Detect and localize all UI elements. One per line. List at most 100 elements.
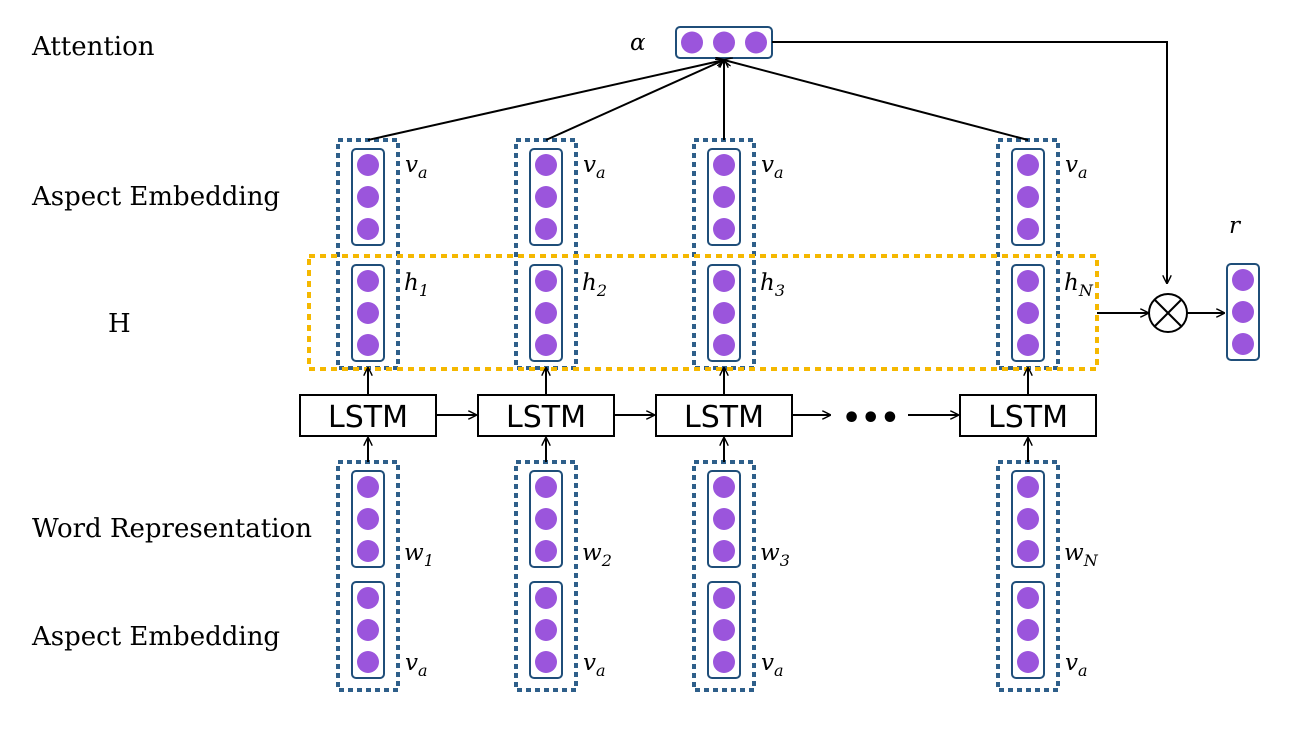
row-label-aspect-embedding-top: Aspect Embedding — [31, 182, 280, 212]
va-top-label: va — [583, 152, 606, 182]
aspect-vector-bottom — [351, 581, 385, 679]
aspect-vector-top — [529, 148, 563, 246]
column-to-attention-arrow — [545, 60, 724, 141]
alpha-to-multiply-arrow — [772, 41, 1167, 283]
vector-node — [357, 619, 379, 641]
vector-node — [713, 540, 735, 562]
vector-node — [535, 334, 557, 356]
vector-node — [713, 508, 735, 530]
hidden-vector — [529, 264, 563, 362]
lstm-row: LSTM LSTM LSTM LSTM — [299, 394, 1097, 437]
word-vector — [707, 470, 741, 568]
vector-node — [535, 302, 557, 324]
w-label: w3 — [760, 540, 790, 570]
lstm-box: LSTM — [299, 394, 437, 437]
h-label: h3 — [760, 270, 785, 300]
column-to-attention-arrow — [724, 60, 1029, 141]
aspect-vector-bottom — [707, 581, 741, 679]
row-label-aspect-embedding-bottom: Aspect Embedding — [31, 622, 280, 652]
r-label: r — [1229, 213, 1242, 239]
vector-node — [357, 302, 379, 324]
vector-node — [357, 270, 379, 292]
h-label: h1 — [404, 270, 429, 300]
vector-node — [357, 476, 379, 498]
row-label-word-representation: Word Representation — [32, 514, 312, 544]
aspect-vector-top — [1011, 148, 1045, 246]
vector-node — [535, 270, 557, 292]
word-vector — [1011, 470, 1045, 568]
vector-node — [1017, 154, 1039, 176]
vector-node — [535, 476, 557, 498]
r-vector — [1226, 263, 1260, 361]
multiply-icon — [1148, 293, 1188, 333]
word-vector — [529, 470, 563, 568]
word-vector — [351, 470, 385, 568]
vector-node — [357, 587, 379, 609]
vector-node — [713, 302, 735, 324]
lstm-label: LSTM — [988, 400, 1068, 435]
h-label: h2 — [582, 270, 607, 300]
attention-node — [713, 31, 735, 54]
alpha-label: α — [630, 30, 646, 56]
vector-node — [1017, 476, 1039, 498]
vector-node — [1017, 508, 1039, 530]
lstm-label: LSTM — [506, 400, 586, 435]
vector-node — [535, 619, 557, 641]
vector-node — [357, 154, 379, 176]
vector-node — [713, 334, 735, 356]
va-top-label: va — [405, 152, 428, 182]
vector-node — [1017, 651, 1039, 673]
row-label-attention: Attention — [31, 32, 155, 62]
vector-node — [713, 270, 735, 292]
attention-node — [681, 31, 703, 54]
va-top-label: va — [1065, 152, 1088, 182]
w-label: w1 — [404, 540, 434, 570]
vector-node — [1017, 619, 1039, 641]
vector-node — [535, 540, 557, 562]
vector-node — [713, 619, 735, 641]
vector-node — [357, 651, 379, 673]
va-bottom-label: va — [1065, 650, 1088, 680]
vector-node — [357, 334, 379, 356]
column-to-attention-arrow — [367, 60, 724, 141]
vector-node — [535, 218, 557, 240]
vector-node — [1017, 587, 1039, 609]
arrows — [368, 60, 1028, 462]
vector-node — [535, 154, 557, 176]
vector-node — [1017, 270, 1039, 292]
lstm-label: LSTM — [328, 400, 408, 435]
vector-node — [535, 587, 557, 609]
vector-node — [1017, 540, 1039, 562]
vector-node — [357, 218, 379, 240]
hidden-states-region — [307, 254, 1099, 371]
aspect-vector-top — [707, 148, 741, 246]
vector-node — [1017, 302, 1039, 324]
vector-node — [713, 186, 735, 208]
vector-node — [713, 476, 735, 498]
vector-node — [535, 186, 557, 208]
aspect-vector-bottom — [1011, 581, 1045, 679]
vector-node — [713, 587, 735, 609]
hidden-vector — [351, 264, 385, 362]
lstm-box: LSTM — [477, 394, 615, 437]
vector-node — [357, 186, 379, 208]
lstm-box: LSTM — [959, 394, 1097, 437]
attention-node — [745, 31, 767, 54]
vector-node — [1017, 186, 1039, 208]
va-bottom-label: va — [405, 650, 428, 680]
va-bottom-label: va — [583, 650, 606, 680]
w-label: wN — [1064, 540, 1099, 570]
vector-node — [1017, 218, 1039, 240]
vector-node — [713, 154, 735, 176]
h-label: hN — [1064, 270, 1094, 300]
hidden-vector — [707, 264, 741, 362]
lstm-box: LSTM — [655, 394, 793, 437]
vector-node — [535, 508, 557, 530]
hidden-vector — [1011, 264, 1045, 362]
vector-node — [357, 508, 379, 530]
row-label-hidden: H — [108, 309, 131, 339]
vector-boxes — [351, 148, 1045, 679]
